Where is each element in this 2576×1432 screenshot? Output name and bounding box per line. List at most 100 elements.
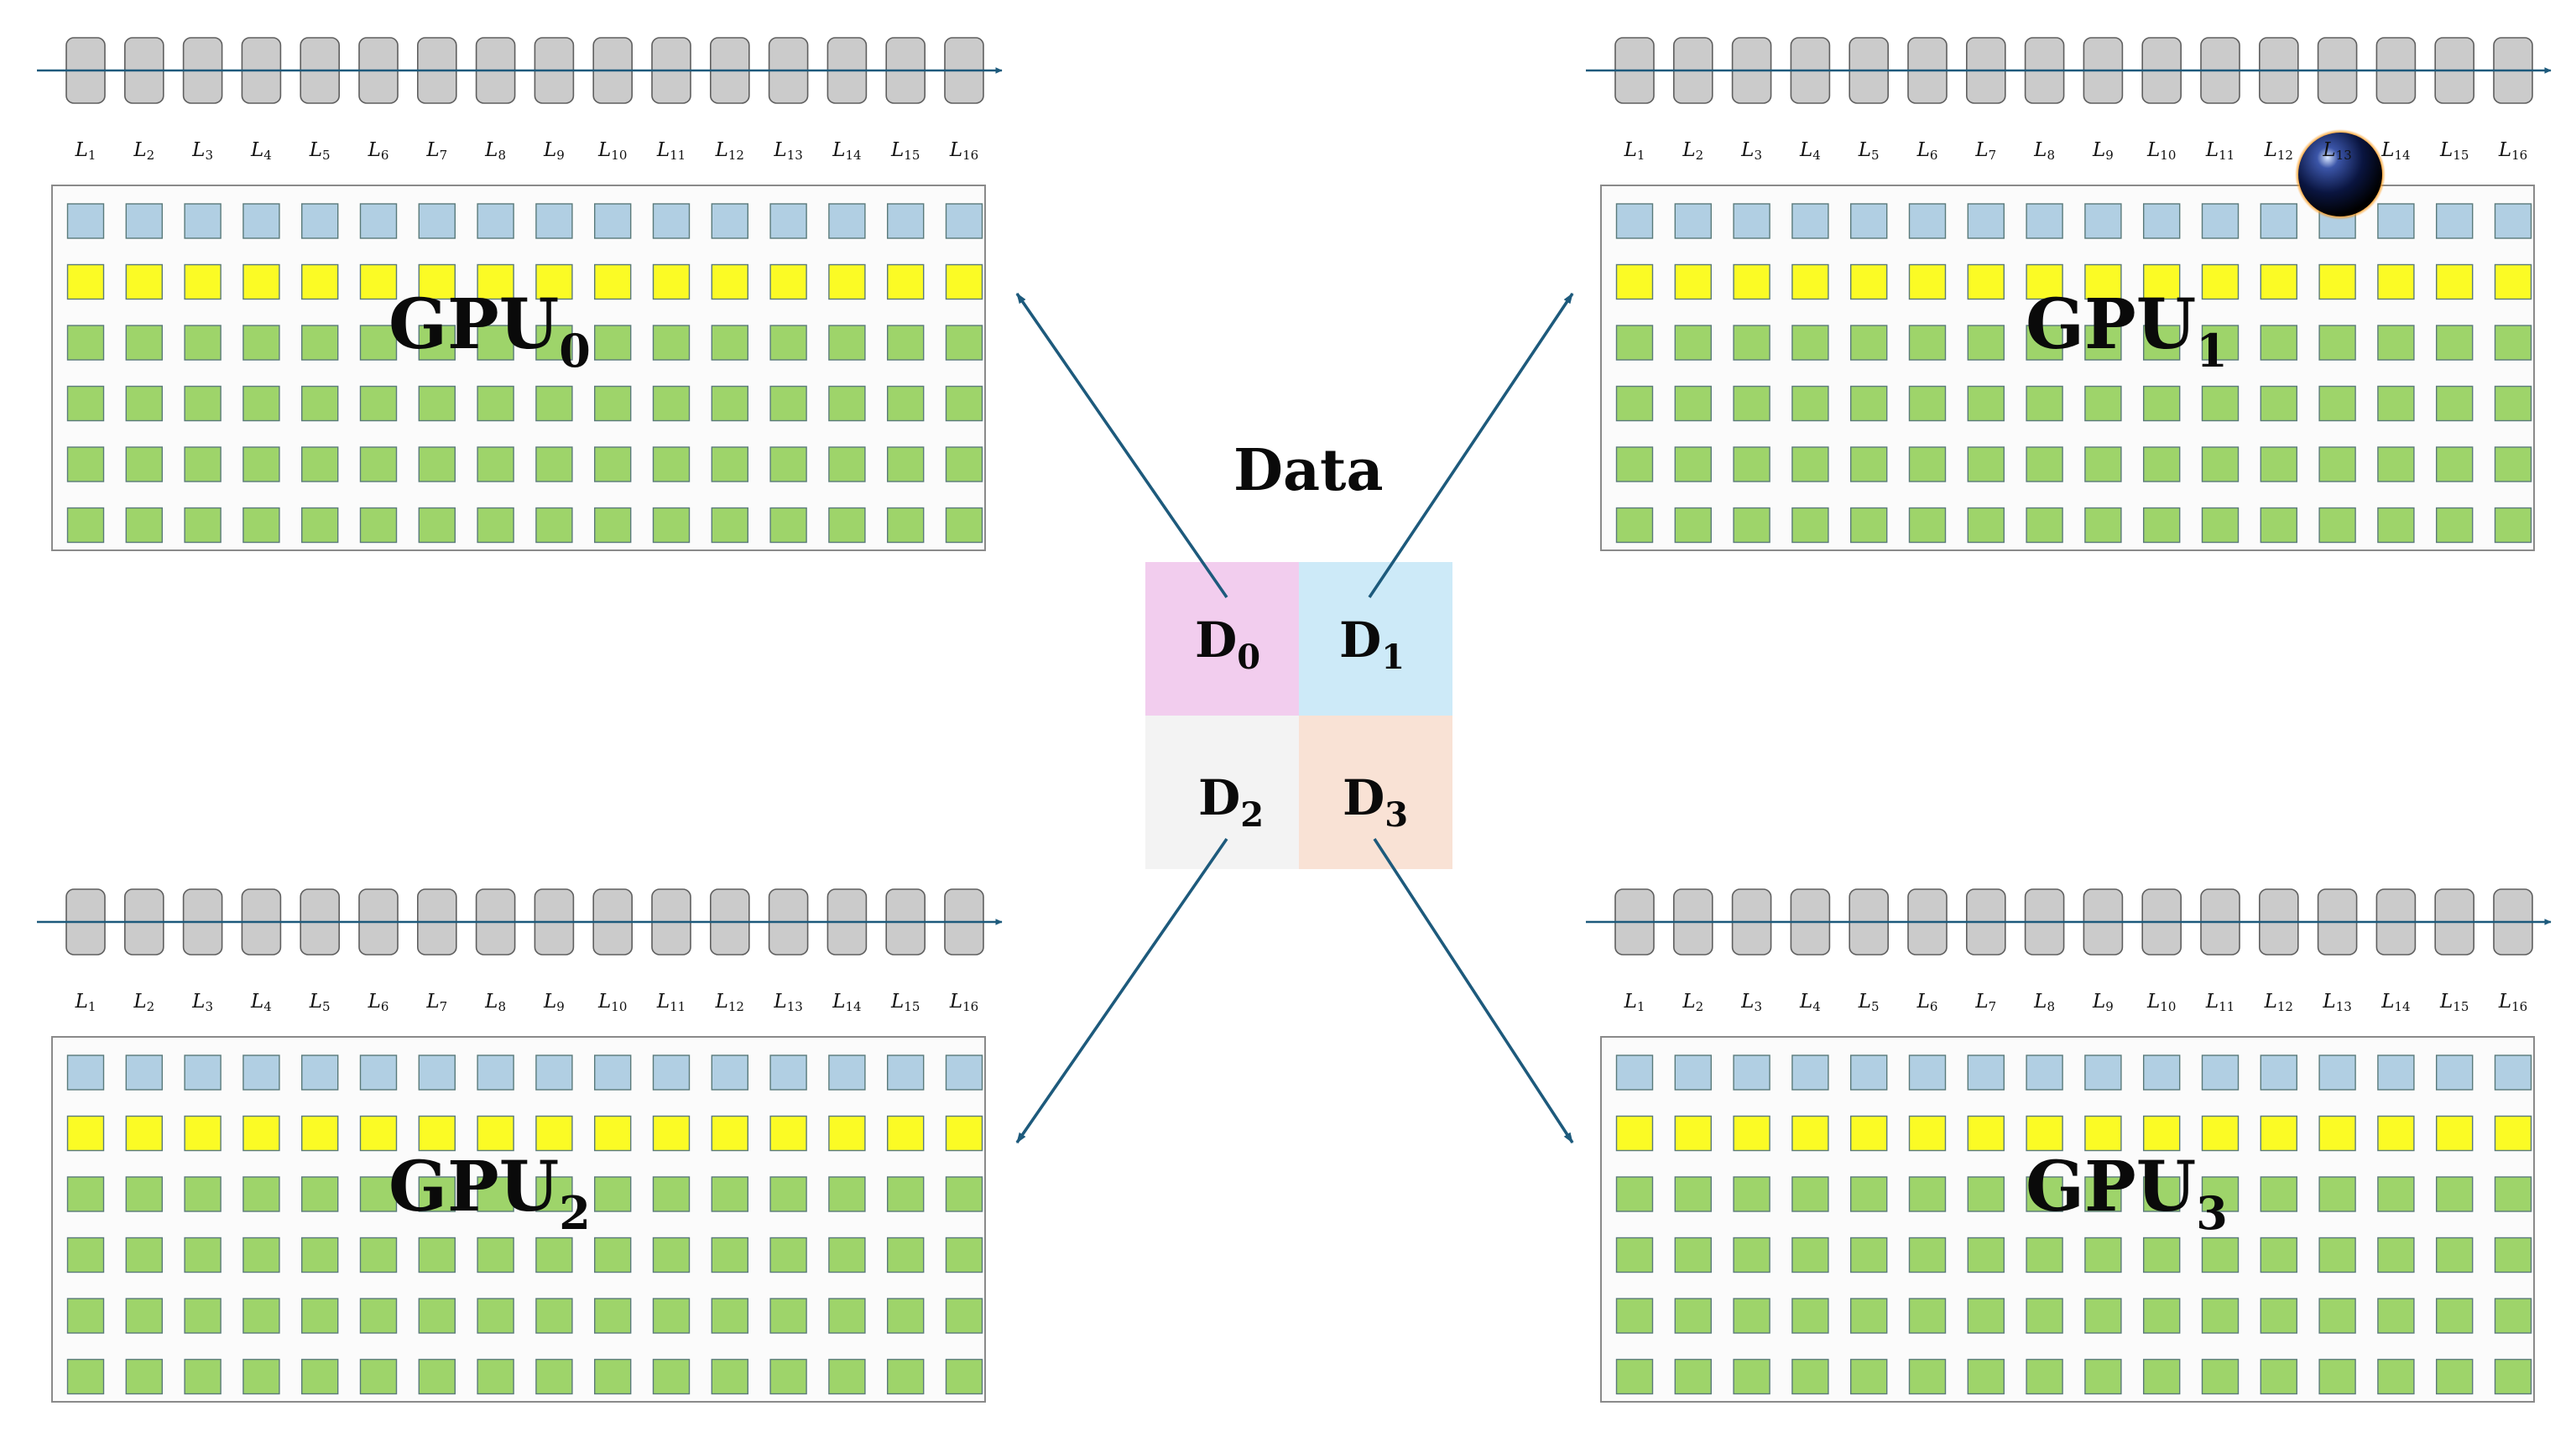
layer-index: 2 [146,999,155,1014]
layer-label: L8 [2020,141,2070,162]
grid-cell-green [2260,1298,2298,1334]
grid-cell-green [2260,325,2298,361]
layer-letter: L [949,139,963,161]
grid-cell-blue [535,1054,573,1091]
layer-index: 7 [439,148,448,163]
grid-cell-yellow [535,1115,573,1152]
layer-index: 5 [322,999,331,1014]
grid-cell-blue [652,1054,691,1091]
layer-letter: L [2440,139,2453,161]
grid-cell-blue [301,203,339,239]
grid-cell-green [2435,507,2474,544]
grid-cell-green [2084,1237,2122,1273]
grid-cell-green [2377,1237,2415,1273]
layer-letter: L [1624,139,1637,161]
grid-cell-yellow [359,1115,398,1152]
grid-cell-green [125,1176,164,1212]
layer-index: 15 [904,148,920,163]
grid-cell-blue [945,1054,983,1091]
grid-cell-green [2377,507,2415,544]
grid-cell-green [1791,507,1829,544]
layer-label: L13 [2313,141,2363,162]
grid-cell-green [769,1358,807,1395]
grid-cell-green [535,1237,573,1273]
layer-index: 1 [1636,148,1645,163]
grid-cell-green [2494,1176,2532,1212]
grid-cell-blue [945,203,983,239]
layer-label: L13 [764,992,814,1013]
layer-index: 9 [556,148,565,163]
grid-cell-yellow [1791,1115,1829,1152]
gpu-index: 1 [2196,324,2228,378]
grid-cell-green [652,1237,691,1273]
shard-prefix: D [1198,769,1241,826]
grid-cell-green [184,1358,222,1395]
grid-cell-green [66,1298,105,1334]
gpu-title-3: GPU3 [2026,1153,2228,1236]
grid-cell-green [184,385,222,422]
grid-cell-yellow [1733,263,1770,300]
layer-label: L3 [178,992,228,1013]
layer-letter: L [1858,991,1872,1013]
grid-cell-yellow [66,263,105,300]
gpu-title-1: GPU1 [2026,290,2228,373]
layer-letter: L [250,991,264,1013]
layer-label: L16 [2488,992,2538,1013]
layer-letter: L [2381,991,2395,1013]
grid-cell-green [886,446,925,482]
layer-letter: L [1682,139,1696,161]
grid-cell-green [2084,325,2122,361]
gpu-prefix: GPU [2026,284,2197,365]
layer-label: L15 [2429,141,2480,162]
layer-letter: L [485,139,498,161]
grid-cell-green [945,1298,983,1334]
layer-label: L1 [60,992,111,1013]
grid-cell-green [1908,507,1947,544]
grid-cell-green [125,1237,164,1273]
grid-cell-green [1791,1358,1829,1395]
grid-cell-green [2026,1176,2063,1212]
layer-letter: L [2264,139,2277,161]
grid-cell-yellow [711,1115,748,1152]
grid-cell-green [242,507,280,544]
grid-cell-green [2494,1298,2532,1334]
grid-cell-green [711,1237,748,1273]
layer-letter: L [1682,991,1696,1013]
grid-cell-green [2142,446,2181,482]
grid-cell-green [359,1358,398,1395]
grid-cell-green [66,1358,105,1395]
layer-letter: L [774,139,787,161]
grid-cell-green [652,1176,691,1212]
grid-cell-green [2435,446,2474,482]
grid-cell-yellow [1791,263,1829,300]
layer-label: L2 [1668,141,1718,162]
grid-cell-green [477,446,514,482]
grid-cell-green [828,1237,866,1273]
data-shard-0 [1145,562,1299,716]
layer-label: L3 [178,141,228,162]
grid-cell-blue [769,203,807,239]
layer-letter: L [774,991,787,1013]
grid-cell-green [886,1237,925,1273]
grid-cell-green [535,1176,573,1212]
layer-index: 11 [670,148,686,163]
grid-cell-green [2260,1358,2298,1395]
layer-letter: L [1799,991,1813,1013]
grid-cell-green [711,1176,748,1212]
grid-cell-green [594,446,632,482]
layer-label: L12 [2254,992,2304,1013]
layer-label: L14 [2370,992,2421,1013]
layer-index: 10 [611,999,628,1014]
layer-letter: L [832,139,846,161]
grid-cell-green [1733,446,1770,482]
grid-cell-green [1733,507,1770,544]
grid-cell-green [711,507,748,544]
grid-cell-green [886,1298,925,1334]
grid-cell-green [945,1237,983,1273]
grid-cell-yellow [184,1115,222,1152]
layer-label: L3 [1727,141,1777,162]
grid-cell-yellow [66,1115,105,1152]
layer-letter: L [543,139,557,161]
grid-cell-green [184,1237,222,1273]
